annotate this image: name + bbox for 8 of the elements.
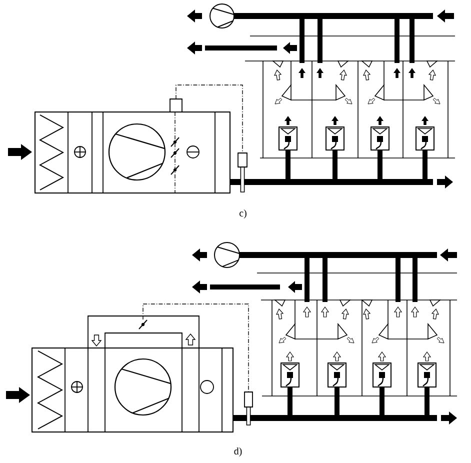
control-line	[142, 304, 249, 392]
sensor	[244, 392, 253, 426]
panel-label: c)	[240, 209, 246, 219]
control-line	[176, 84, 243, 154]
actuator-box	[170, 98, 182, 112]
panel-label: d)	[234, 447, 242, 456]
sensor	[238, 152, 248, 192]
damper-symbol	[138, 320, 148, 330]
